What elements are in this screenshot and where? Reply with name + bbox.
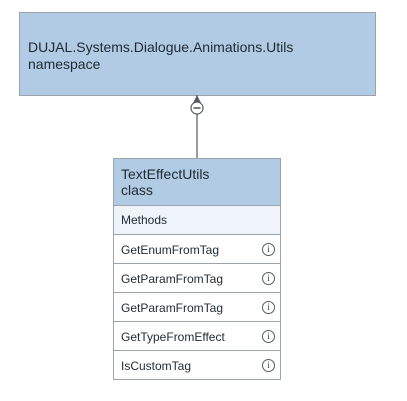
- namespace-node[interactable]: DUJAL.Systems.Dialogue.Animations.Utils …: [19, 12, 376, 96]
- info-icon[interactable]: i: [262, 359, 275, 372]
- method-label: GetParamFromTag: [121, 301, 224, 315]
- method-row[interactable]: GetEnumFromTag i: [114, 235, 280, 264]
- namespace-name: DUJAL.Systems.Dialogue.Animations.Utils: [28, 39, 294, 55]
- class-name: TextEffectUtils: [121, 166, 210, 182]
- method-label: GetEnumFromTag: [121, 243, 220, 257]
- class-header: TextEffectUtils class: [114, 159, 280, 206]
- namespace-title: DUJAL.Systems.Dialogue.Animations.Utils …: [28, 39, 293, 73]
- info-icon[interactable]: i: [262, 272, 275, 285]
- method-row[interactable]: GetTypeFromEffect i: [114, 322, 280, 351]
- method-row[interactable]: IsCustomTag i: [114, 351, 280, 380]
- info-icon[interactable]: i: [262, 301, 275, 314]
- method-label: IsCustomTag: [121, 359, 192, 373]
- method-label: GetTypeFromEffect: [121, 330, 225, 344]
- namespace-kind: namespace: [28, 56, 101, 72]
- info-icon[interactable]: i: [262, 330, 275, 343]
- class-node[interactable]: TextEffectUtils class Methods GetEnumFro…: [113, 158, 281, 380]
- minus-circle-icon: [190, 101, 204, 115]
- method-row[interactable]: GetParamFromTag i: [114, 264, 280, 293]
- method-label: GetParamFromTag: [121, 272, 224, 286]
- connector-arrow: [193, 95, 201, 103]
- method-row[interactable]: GetParamFromTag i: [114, 293, 280, 322]
- info-icon[interactable]: i: [262, 243, 275, 256]
- class-kind: class: [121, 182, 153, 198]
- methods-section-header: Methods: [114, 206, 280, 235]
